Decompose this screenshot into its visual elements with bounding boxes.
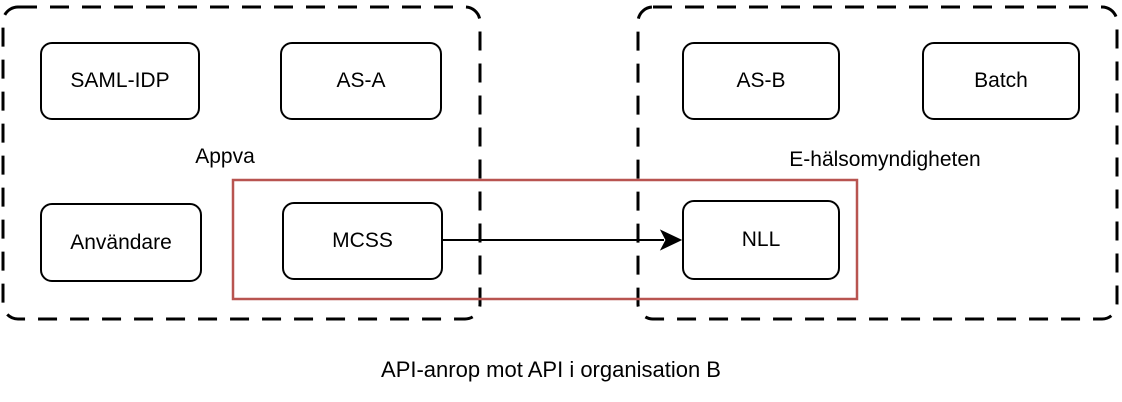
- node-mcss-label: MCSS: [332, 229, 393, 252]
- node-mcss: MCSS: [282, 202, 443, 280]
- node-as-b: AS-B: [682, 42, 840, 120]
- node-as-a: AS-A: [280, 42, 442, 120]
- node-anvandare-label: Användare: [70, 230, 172, 254]
- highlight-rect: [231, 178, 859, 301]
- node-as-a-label: AS-A: [336, 69, 386, 92]
- right-group-border: [636, 5, 1119, 321]
- node-batch: Batch: [922, 42, 1080, 120]
- node-nll-label: NLL: [741, 228, 781, 251]
- left-group-label: Appva: [195, 145, 255, 168]
- node-anvandare: Användare: [40, 203, 202, 282]
- node-nll: NLL: [682, 200, 840, 280]
- left-group-border: [1, 5, 482, 321]
- mcss-to-nll-arrowhead: [659, 229, 683, 251]
- right-group-label: E-hälsomyndigheten: [789, 148, 981, 171]
- node-saml-idp-label: SAML-IDP: [70, 69, 170, 92]
- node-batch-label: Batch: [974, 69, 1028, 92]
- node-saml-idp: SAML-IDP: [40, 42, 200, 120]
- diagram-caption: API-anrop mot API i organisation B: [381, 357, 721, 382]
- node-as-b-label: AS-B: [736, 69, 786, 92]
